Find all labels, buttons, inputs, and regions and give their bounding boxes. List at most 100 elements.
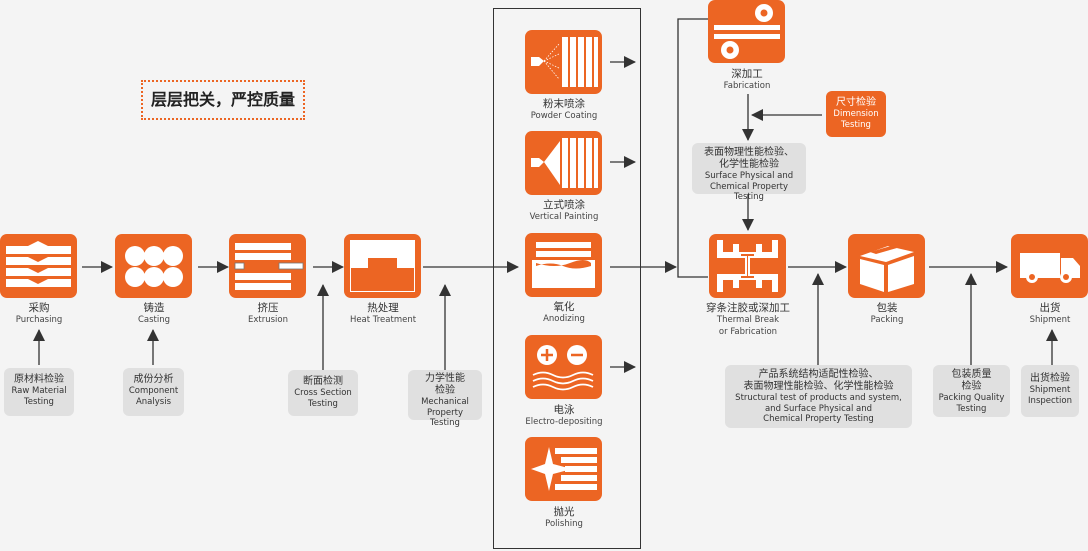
- vertical-painting-tile: [525, 131, 602, 195]
- packing-quality-testing-box: 包装质量 检验 Packing Quality Testing: [933, 365, 1010, 417]
- powder-coating-label: 粉末喷涂 Powder Coating: [499, 98, 629, 122]
- cross-section-cn: 断面检测: [303, 376, 343, 387]
- structural-en3: Chemical Property Testing: [763, 414, 874, 424]
- structural-cn2: 表面物理性能检验、化学性能检验: [743, 381, 894, 392]
- mechanical-property-testing-box: 力学性能 检验 Mechanical Property Testing: [408, 370, 482, 428]
- polishing-cn: 抛光: [553, 506, 575, 518]
- shipment-inspection-box: 出货检验 Shipment Inspection: [1021, 365, 1079, 417]
- heat-treatment-label: 热处理 Heat Treatment: [318, 302, 448, 326]
- extrusion-press-icon: [234, 243, 304, 290]
- anodizing-label: 氧化 Anodizing: [499, 301, 629, 325]
- casting-cn: 铸造: [143, 302, 165, 314]
- thermal-break-profile-icon: [717, 240, 778, 292]
- shipment-inspection-cn: 出货检验: [1030, 373, 1070, 384]
- surface-cn2: 化学性能检验: [719, 159, 779, 170]
- electro-depositing-en: Electro-depositing: [525, 417, 603, 427]
- fabrication-cn: 深加工: [731, 68, 763, 80]
- structural-en1: Structural test of products and system,: [735, 393, 902, 403]
- plus-minus-waves-icon: [532, 345, 594, 391]
- structural-test-box: 产品系统结构适配性检验、 表面物理性能检验、化学性能检验 Structural …: [725, 365, 912, 428]
- purchasing-tile: [0, 234, 77, 298]
- casting-en: Casting: [137, 315, 171, 325]
- fabrication-en: Fabrication: [723, 81, 771, 91]
- packing-cn: 包装: [876, 302, 898, 314]
- heat-treatment-tile: [344, 234, 421, 298]
- furnace-icon: [350, 240, 415, 292]
- dimension-en: Dimension Testing: [833, 109, 879, 130]
- extrusion-en: Extrusion: [248, 315, 288, 325]
- electro-depositing-label: 电泳 Electro-depositing: [499, 404, 629, 428]
- sparkle-shine-icon: [531, 447, 597, 491]
- surface-en2: Chemical Property Testing: [709, 181, 789, 203]
- heat-treatment-cn: 热处理: [367, 302, 399, 314]
- cross-section-en: Cross Section Testing: [294, 388, 352, 409]
- polishing-tile: [525, 437, 602, 501]
- purchasing-en: Purchasing: [15, 315, 63, 325]
- truck-icon: [1020, 253, 1080, 283]
- dimension-cn: 尺寸检验: [836, 97, 876, 108]
- quality-slogan: 层层把关，严控质量: [141, 80, 305, 120]
- extrusion-cn: 挤压: [257, 302, 279, 314]
- shipment-inspection-en: Shipment Inspection: [1028, 385, 1072, 406]
- anodizing-tile: [525, 233, 602, 297]
- aluminum-profile-stack-icon: [6, 241, 71, 287]
- vertical-painting-en: Vertical Painting: [529, 212, 599, 222]
- powder-coating-tile: [525, 30, 602, 94]
- thermal-break-label: 穿条注胶或深加工 Thermal Break or Fabrication: [683, 302, 813, 338]
- mechanical-en: Mechanical Property Testing: [421, 397, 469, 428]
- raw-material-en: Raw Material Testing: [11, 386, 67, 407]
- cross-section-testing-box: 断面检测 Cross Section Testing: [288, 370, 358, 416]
- component-en: Component Analysis: [128, 386, 179, 407]
- extrusion-tile: [229, 234, 306, 298]
- heat-treatment-en: Heat Treatment: [349, 315, 417, 325]
- polishing-label: 抛光 Polishing: [499, 506, 629, 530]
- vertical-painting-cn: 立式喷涂: [543, 199, 585, 211]
- raw-material-testing-box: 原材料检验 Raw Material Testing: [4, 368, 74, 416]
- surface-chemical-testing-box: 表面物理性能检验、 化学性能检验 Surface Physical and Ch…: [692, 143, 806, 202]
- extrusion-label: 挤压 Extrusion: [203, 302, 333, 326]
- fabrication-label: 深加工 Fabrication: [682, 68, 812, 92]
- component-analysis-box: 成份分析 Component Analysis: [123, 368, 184, 416]
- structural-en2: and Surface Physical and: [764, 403, 873, 414]
- structural-cn1: 产品系统结构适配性检验、: [758, 369, 879, 380]
- raw-material-cn: 原材料检验: [14, 374, 64, 385]
- cutting-rollers-icon: [714, 4, 780, 59]
- surface-en1: Surface Physical and: [704, 171, 794, 181]
- anodizing-cn: 氧化: [553, 301, 575, 313]
- thermal-break-en1: Thermal Break: [716, 315, 780, 325]
- purchasing-label: 采购 Purchasing: [0, 302, 104, 326]
- billets-icon: [125, 246, 183, 287]
- anodizing-en: Anodizing: [543, 314, 585, 324]
- shipment-tile: [1011, 234, 1088, 298]
- electro-depositing-tile: [525, 335, 602, 399]
- packing-label: 包装 Packing: [822, 302, 952, 326]
- component-cn: 成份分析: [133, 374, 174, 385]
- surface-cn1: 表面物理性能检验、: [704, 147, 794, 158]
- vertical-spray-icon: [531, 138, 598, 188]
- box-icon: [860, 244, 914, 292]
- powder-coating-en: Powder Coating: [530, 111, 598, 121]
- shipment-en: Shipment: [1029, 315, 1071, 325]
- packing-quality-en: Packing Quality Testing: [938, 393, 1005, 414]
- mechanical-cn2: 检验: [435, 385, 455, 396]
- fabrication-tile: [708, 0, 785, 63]
- polishing-en: Polishing: [545, 519, 583, 529]
- thermal-break-en2: or Fabrication: [718, 327, 778, 337]
- surface-finishing-group: [493, 8, 641, 549]
- packing-quality-cn1: 包装质量: [951, 369, 992, 380]
- thermal-break-cn: 穿条注胶或深加工: [706, 302, 790, 314]
- casting-label: 铸造 Casting: [89, 302, 219, 326]
- vertical-painting-label: 立式喷涂 Vertical Painting: [499, 199, 629, 223]
- packing-quality-cn2: 检验: [961, 381, 982, 392]
- shipment-label: 出货 Shipment: [985, 302, 1088, 326]
- packing-tile: [848, 234, 925, 298]
- dimension-testing-box: 尺寸检验 Dimension Testing: [826, 91, 886, 137]
- mechanical-cn1: 力学性能: [425, 373, 465, 384]
- spray-gun-icon: [531, 37, 598, 87]
- thermal-break-tile: [709, 234, 786, 298]
- line-to-fabrication: [677, 18, 708, 278]
- powder-coating-cn: 粉末喷涂: [543, 98, 585, 110]
- purchasing-cn: 采购: [28, 302, 50, 314]
- shipment-cn: 出货: [1039, 302, 1061, 314]
